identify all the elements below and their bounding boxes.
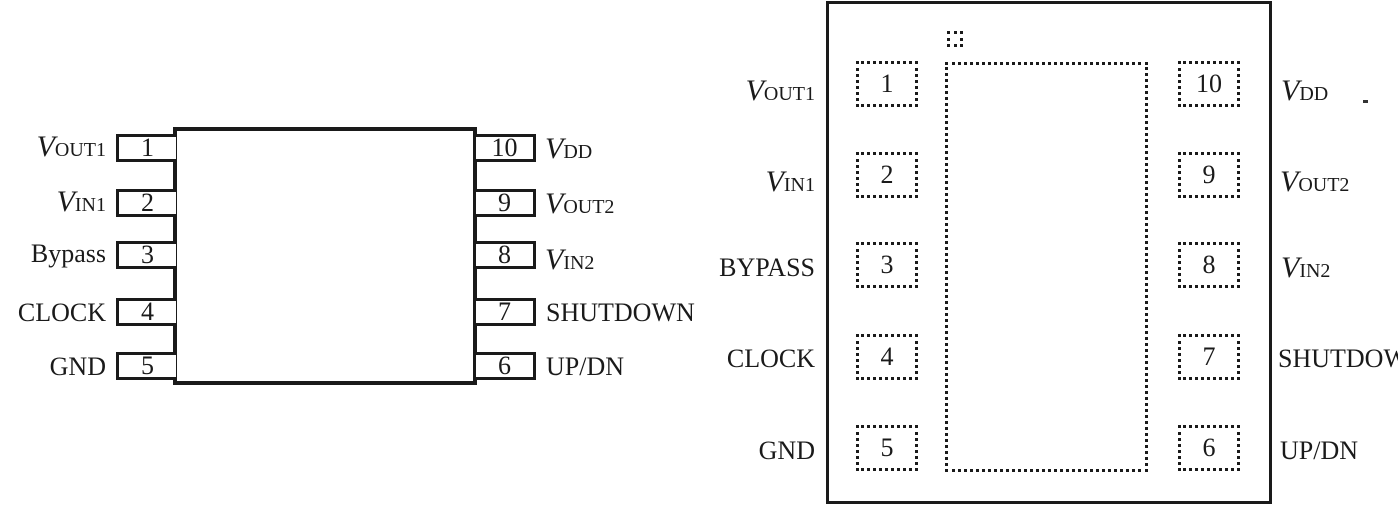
right-pin-8-number: 8 xyxy=(1202,250,1216,279)
left-pin-5-lead: 5 xyxy=(116,352,176,380)
left-pin-5-number: 5 xyxy=(141,351,154,380)
left-pin-10-number: 10 xyxy=(491,133,518,162)
right-pin-6-label: UP/DN xyxy=(1280,436,1359,465)
right-pin-10-pad: 10 xyxy=(1178,61,1240,107)
right-pin-2-pad: 2 xyxy=(856,152,918,198)
right-package-body xyxy=(826,1,1272,504)
left-pin-3-lead: 3 xyxy=(116,241,176,269)
left-pin-3-number: 3 xyxy=(141,240,154,269)
left-pin-6-lead: 6 xyxy=(476,352,536,380)
left-pin-8-number: 8 xyxy=(498,240,511,269)
left-pin-9-number: 9 xyxy=(498,188,511,217)
left-pin-10-lead: 10 xyxy=(476,134,536,162)
left-pin-8-lead: 8 xyxy=(476,241,536,269)
left-pin-1-number: 1 xyxy=(141,133,154,162)
right-pin-3-number: 3 xyxy=(880,250,894,279)
right-pin-9-pad: 9 xyxy=(1178,152,1240,198)
right-pin-6-number: 6 xyxy=(1202,433,1216,462)
right-pin-3-label: BYPASS xyxy=(719,253,815,282)
left-pin-9-lead: 9 xyxy=(476,189,536,217)
left-pin-4-lead: 4 xyxy=(116,298,176,326)
right-pin-5-pad: 5 xyxy=(856,425,918,471)
right-pin-4-number: 4 xyxy=(880,342,894,371)
left-pin-6-label: UP/DN xyxy=(546,352,625,381)
right-pin-2-number: 2 xyxy=(880,160,894,189)
left-pin-8-label: VIN2 xyxy=(545,243,595,276)
right-pin-1-label: VOUT1 xyxy=(745,74,815,107)
left-pin-5-label: GND xyxy=(49,352,106,381)
right-pin-4-pad: 4 xyxy=(856,334,918,380)
right-pin-4-label: CLOCK xyxy=(726,344,815,373)
left-pin-9-label: VOUT2 xyxy=(545,187,615,220)
right-pin-5-number: 5 xyxy=(880,433,894,462)
right-pin-10-label: VDD xyxy=(1281,74,1329,107)
right-pin-7-number: 7 xyxy=(1202,342,1216,371)
left-pin-6-number: 6 xyxy=(498,351,511,380)
right-pin-8-pad: 8 xyxy=(1178,242,1240,288)
right-pin-9-label: VOUT2 xyxy=(1280,165,1350,198)
pin1-index-marker xyxy=(947,31,963,47)
left-pin-2-number: 2 xyxy=(141,188,154,217)
right-pin-2-label: VIN1 xyxy=(765,165,815,198)
left-pin-4-number: 4 xyxy=(141,297,154,326)
right-pin-10-number: 10 xyxy=(1196,69,1222,98)
left-pin-10-label: VDD xyxy=(545,132,593,165)
right-pin-1-pad: 1 xyxy=(856,61,918,107)
right-pin-7-pad: 7 xyxy=(1178,334,1240,380)
right-pin-8-label: VIN2 xyxy=(1281,251,1331,284)
left-pin-2-lead: 2 xyxy=(116,189,176,217)
right-pin-3-pad: 3 xyxy=(856,242,918,288)
right-pin-9-number: 9 xyxy=(1202,160,1216,189)
left-pin-7-number: 7 xyxy=(498,297,511,326)
right-pin-1-number: 1 xyxy=(880,69,894,98)
left-pin-7-lead: 7 xyxy=(476,298,536,326)
right-pin-6-pad: 6 xyxy=(1178,425,1240,471)
right-pin-7-label: SHUTDOWN xyxy=(1278,344,1398,373)
left-pin-2-label: VIN1 xyxy=(56,185,106,218)
left-pin-1-label: VOUT1 xyxy=(36,130,106,163)
left-pin-4-label: CLOCK xyxy=(17,298,106,327)
left-pin-7-label: SHUTDOWN xyxy=(546,298,695,327)
left-pin-1-lead: 1 xyxy=(116,134,176,162)
right-pin-5-label: GND xyxy=(758,436,815,465)
left-package-body xyxy=(173,127,477,385)
stray-dot xyxy=(1363,100,1368,103)
exposed-pad xyxy=(945,62,1148,472)
left-pin-3-label: Bypass xyxy=(30,239,106,268)
